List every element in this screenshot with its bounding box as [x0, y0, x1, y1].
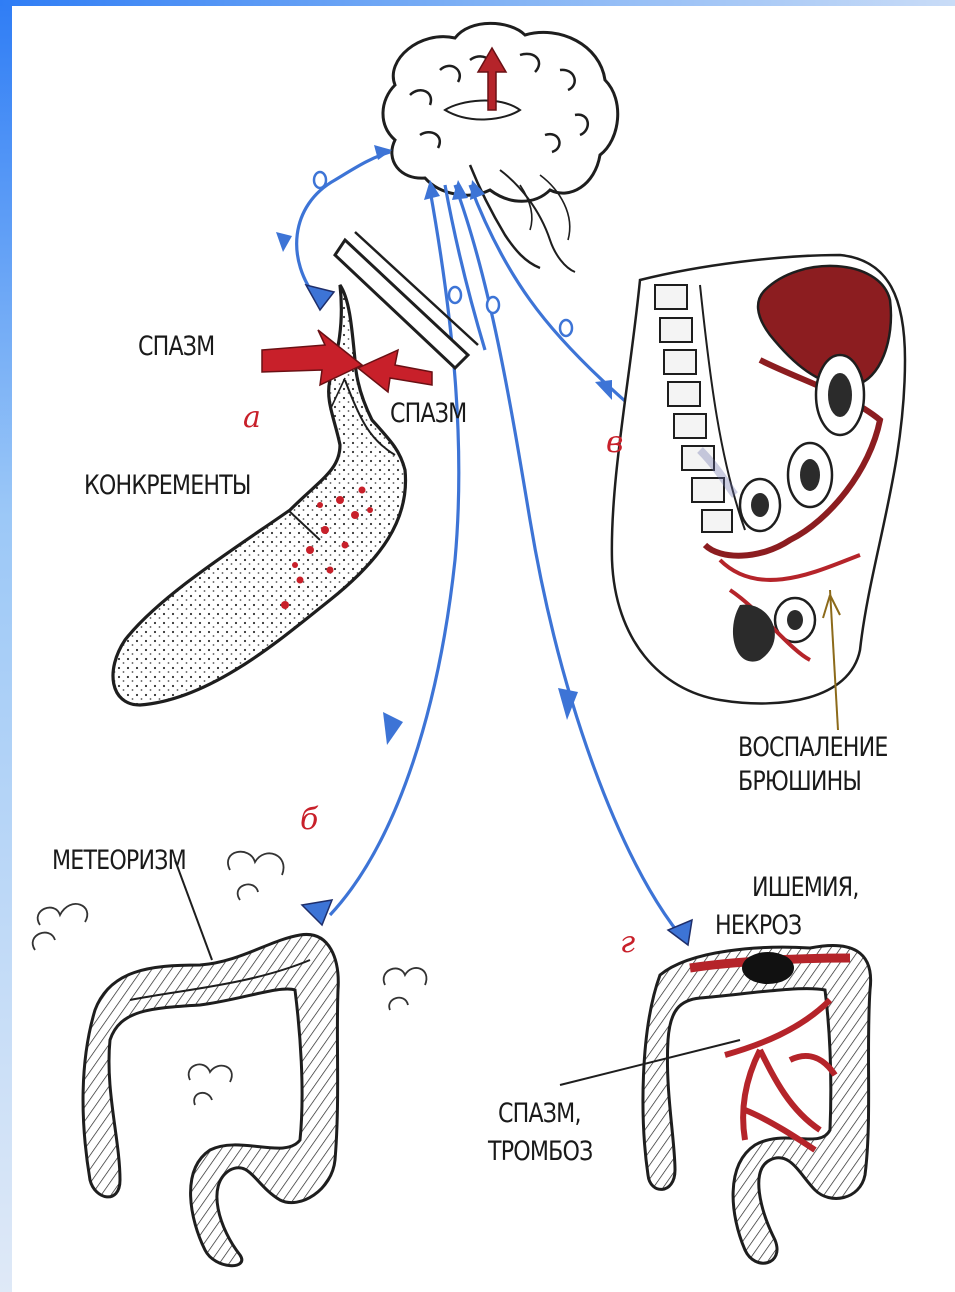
label-ischemia-line1: ИШЕМИЯ,: [752, 874, 859, 901]
colon-meteorism: [33, 852, 427, 1266]
spasm-arrow-right: [358, 350, 432, 392]
label-spasm-thrombosis-line1: СПАЗМ,: [498, 1100, 581, 1127]
label-spasm-right: СПАЗМ: [390, 400, 466, 427]
mesenteric-vessels: [725, 1000, 835, 1150]
letter-a: а: [243, 403, 261, 433]
label-spasm-left: СПАЗМ: [138, 333, 214, 360]
colon-ischemia: [560, 945, 871, 1263]
label-meteorism: МЕТЕОРИЗМ: [52, 847, 186, 874]
letter-b: б: [300, 805, 318, 835]
label-ischemia-line2: НЕКРОЗ: [715, 912, 801, 939]
letter-v: в: [606, 428, 623, 458]
label-peritonitis-line1: ВОСПАЛЕНИЕ: [738, 734, 888, 761]
letter-g: г: [620, 928, 635, 958]
abdominal-section: [612, 255, 905, 730]
brain: [383, 23, 618, 272]
label-peritonitis-line2: БРЮШИНЫ: [738, 768, 861, 795]
label-concrements: КОНКРЕМЕНТЫ: [84, 472, 251, 499]
gallbladder: [113, 232, 478, 705]
label-spasm-thrombosis-line2: ТРОМБОЗ: [488, 1138, 592, 1165]
